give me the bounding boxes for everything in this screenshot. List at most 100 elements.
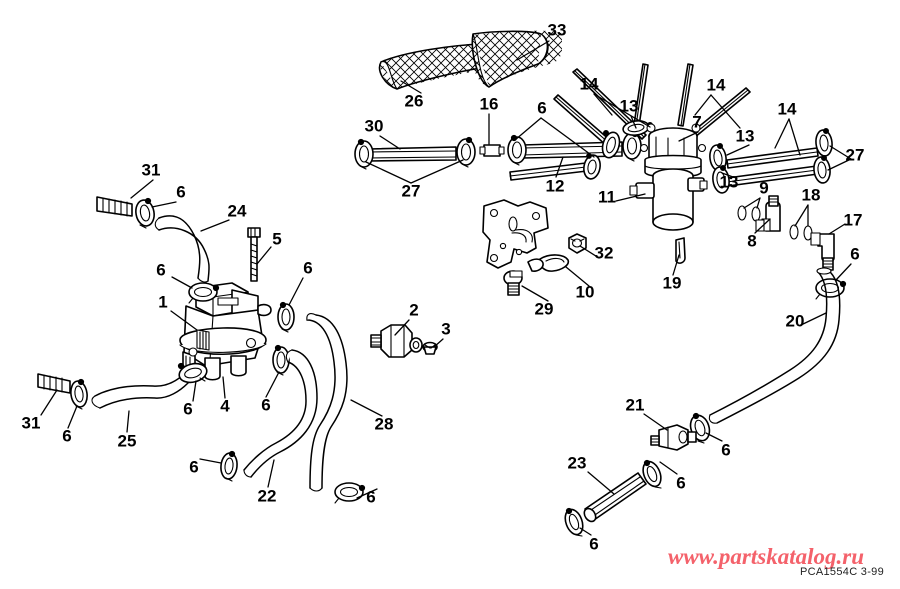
hose-clamp-under-17 xyxy=(815,278,847,300)
callout-6c: 6 xyxy=(303,258,312,277)
clamp-13-right-upper xyxy=(709,142,727,172)
clamp-27-right-lower xyxy=(813,154,831,184)
fuel-hose-28 xyxy=(306,313,348,492)
callout-22: 22 xyxy=(258,486,277,505)
o-ring-9b xyxy=(751,206,761,222)
callout-31a: 31 xyxy=(142,160,161,179)
callout-9: 9 xyxy=(759,178,768,197)
callout-12: 12 xyxy=(546,176,565,195)
callout-8: 8 xyxy=(747,231,756,250)
callout-6d: 6 xyxy=(183,399,192,418)
callout-23: 23 xyxy=(568,453,587,472)
fuel-hose-25 xyxy=(91,372,190,409)
callout-13b: 13 xyxy=(736,126,755,145)
callout-4: 4 xyxy=(220,396,230,415)
fuel-hose-30 xyxy=(368,146,457,162)
o-ring-18a xyxy=(789,224,799,240)
callout-11: 11 xyxy=(598,187,616,206)
callout-20: 20 xyxy=(786,311,805,330)
callout-24: 24 xyxy=(228,201,247,220)
screw-5 xyxy=(247,227,261,282)
bolt-29 xyxy=(503,270,523,296)
elbow-fitting-17 xyxy=(810,232,835,271)
fuel-tube-23 xyxy=(583,472,647,523)
hose-clamp-right-30 xyxy=(456,136,476,168)
fuel-hose-20 xyxy=(708,267,841,424)
elbow-fitting-8 xyxy=(755,195,781,232)
hose-clamp-31-top xyxy=(135,197,155,229)
callout-10: 10 xyxy=(576,282,595,301)
hose-clamp-25-left xyxy=(70,378,88,410)
hose-clamp-23-right xyxy=(642,459,662,489)
inline-connector-21 xyxy=(650,424,697,451)
nut-32 xyxy=(568,233,587,254)
clamp-13-left xyxy=(601,129,621,159)
callout-16: 16 xyxy=(480,94,499,113)
hose-clamp-23-left xyxy=(564,507,584,537)
callout-6l: 6 xyxy=(676,473,685,492)
callout-19: 19 xyxy=(663,273,682,292)
callout-6h: 6 xyxy=(366,487,375,506)
callout-7: 7 xyxy=(692,112,701,131)
callout-5: 5 xyxy=(272,229,281,248)
hose-clamp-pump-right-lower xyxy=(272,344,290,376)
fuel-lines-14 xyxy=(509,63,819,187)
callout-27a: 27 xyxy=(402,181,421,200)
callout-6b: 6 xyxy=(156,260,165,279)
callout-30: 30 xyxy=(365,116,384,135)
callout-6e: 6 xyxy=(261,395,270,414)
callout-21: 21 xyxy=(626,395,645,414)
screw-3 xyxy=(422,341,438,355)
fuel-filter-assembly-11 xyxy=(629,123,708,231)
callout-2: 2 xyxy=(409,300,418,319)
callout-18: 18 xyxy=(802,185,821,204)
callout-13c: 13 xyxy=(720,172,739,191)
barbed-fitting-31-top xyxy=(96,196,133,217)
clamp-27-right-upper xyxy=(815,127,833,157)
callout-32: 32 xyxy=(595,243,614,262)
leader-lines xyxy=(40,40,852,536)
vapor-separator-pump-1 xyxy=(179,282,272,381)
callout-6i: 6 xyxy=(537,98,546,117)
callout-14c: 14 xyxy=(778,99,797,118)
hose-clamp-24-bottom xyxy=(188,282,220,304)
callout-6a: 6 xyxy=(176,182,185,201)
callout-25: 25 xyxy=(118,431,137,450)
callout-14b: 14 xyxy=(707,75,726,94)
hose-clamp-pump-right-upper xyxy=(277,301,295,333)
callout-14a: 14 xyxy=(580,74,599,93)
callout-17: 17 xyxy=(844,210,863,229)
fuel-pressure-sensor-2 xyxy=(370,324,423,358)
inline-connector-16 xyxy=(479,144,505,157)
o-ring-9a xyxy=(737,205,747,221)
callout-6g: 6 xyxy=(189,457,198,476)
bracket-assembly xyxy=(482,199,549,269)
callout-27b: 27 xyxy=(846,145,865,164)
diagram-code: PCA1554C 3-99 xyxy=(800,566,885,578)
barbed-fitting-31-bottom xyxy=(37,373,71,394)
hose-clamp-28-bottom xyxy=(334,482,366,504)
callout-1: 1 xyxy=(158,292,167,311)
callout-29: 29 xyxy=(535,299,554,318)
retaining-clip-10 xyxy=(527,254,570,272)
fuel-hose-24 xyxy=(154,215,210,283)
hose-clamp-25-right xyxy=(177,362,208,384)
callout-26: 26 xyxy=(405,91,424,110)
callout-3: 3 xyxy=(441,319,450,338)
callout-28: 28 xyxy=(375,414,394,433)
clamp-13-far-left xyxy=(583,153,601,180)
callout-6m: 6 xyxy=(589,534,598,553)
callout-6j: 6 xyxy=(850,244,859,263)
hose-clamp-left-12 xyxy=(507,134,527,166)
hose-clamp-22 xyxy=(220,450,238,482)
hose-clamp-left-30 xyxy=(354,138,374,170)
fuel-hose-22 xyxy=(243,349,318,478)
callout-33: 33 xyxy=(548,20,567,39)
watermark: www.partskatalog.ru xyxy=(668,544,864,569)
callout-numbers: 1 2 3 4 5 6 6 6 6 6 6 6 6 6 6 6 6 6 7 8 … xyxy=(22,20,865,553)
callout-6k: 6 xyxy=(721,440,730,459)
callout-31b: 31 xyxy=(22,413,41,432)
callout-6f: 6 xyxy=(62,426,71,445)
